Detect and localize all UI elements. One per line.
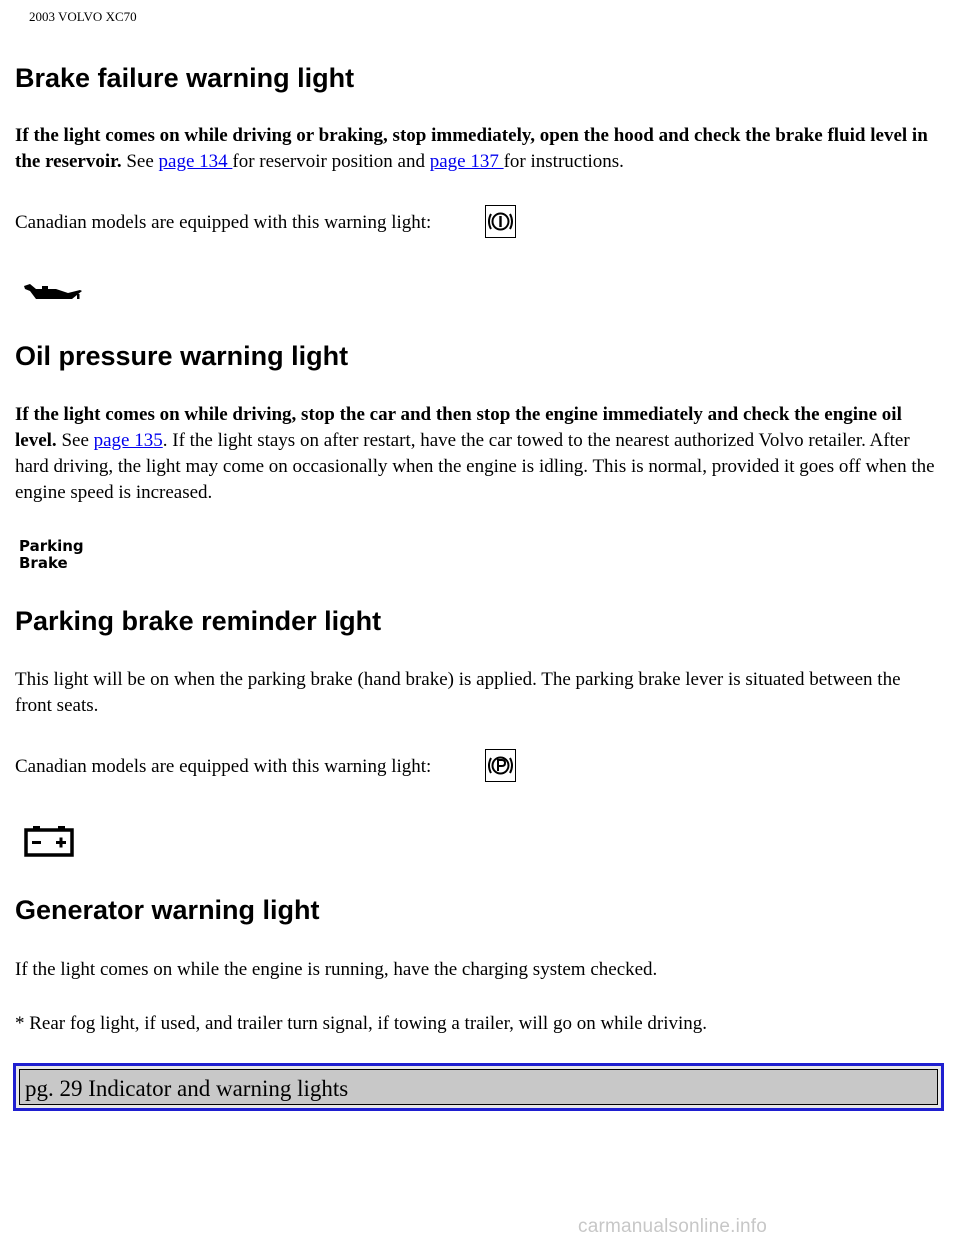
document-header: 2003 VOLVO XC70 <box>29 9 137 24</box>
brake-failure-mid: for reservoir position and <box>232 151 430 172</box>
page-footer-bar: pg. 29 Indicator and warning lights <box>13 1063 944 1111</box>
page-footer-inner: pg. 29 Indicator and warning lights <box>19 1069 938 1105</box>
parking-canadian-text: Canadian models are equipped with this w… <box>15 756 432 777</box>
parking-brake-text-icon: Parking Brake <box>19 538 84 572</box>
brake-failure-see: See <box>121 151 159 172</box>
oil-pressure-rest: . If the light stays on after restart, h… <box>15 430 935 503</box>
oil-can-icon <box>22 283 84 308</box>
oil-pressure-see: See <box>56 430 94 451</box>
generator-text: If the light comes on while the engine i… <box>15 959 658 980</box>
brake-failure-bold-text: If the light comes on while driving or b… <box>15 125 928 172</box>
parking-brake-text: This light will be on when the parking b… <box>15 669 901 716</box>
brake-failure-end: for instructions. <box>503 151 624 172</box>
page-footer-label: pg. 29 Indicator and warning lights <box>25 1076 349 1101</box>
oil-pressure-heading: Oil pressure warning light <box>15 341 349 371</box>
page-135-link[interactable]: page 135 <box>93 430 163 451</box>
page-137-link[interactable]: page 137 <box>429 151 504 172</box>
parking-brake-p-circle-icon <box>485 749 516 782</box>
battery-icon <box>24 825 76 864</box>
parking-brake-icon-line2: Brake <box>19 554 68 572</box>
brake-canadian-text: Canadian models are equipped with this w… <box>15 212 432 233</box>
footnote-text: * Rear fog light, if used, and trailer t… <box>15 1013 708 1034</box>
parking-brake-heading: Parking brake reminder light <box>15 606 382 636</box>
parking-brake-icon-line1: Parking <box>19 537 84 555</box>
oil-pressure-paragraph: If the light comes on while driving, sto… <box>15 402 935 506</box>
page-134-link[interactable]: page 134 <box>158 151 233 172</box>
watermark: carmanualsonline.info <box>578 1216 768 1237</box>
brake-warning-circle-icon <box>485 205 516 238</box>
oil-pressure-bold-text: If the light comes on while driving, sto… <box>15 404 902 451</box>
generator-heading: Generator warning light <box>15 895 320 925</box>
brake-failure-heading: Brake failure warning light <box>15 63 355 93</box>
brake-failure-paragraph: If the light comes on while driving or b… <box>15 123 935 175</box>
